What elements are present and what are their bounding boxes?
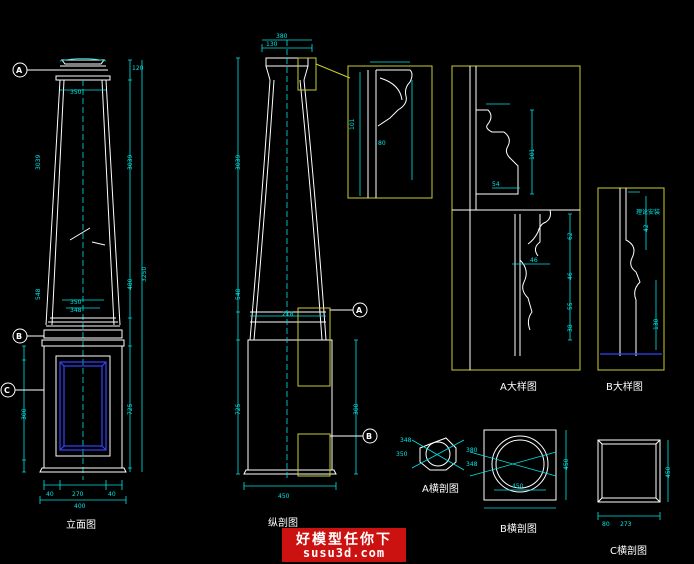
dim-sec-top2: 130 — [266, 41, 278, 48]
dim-sb-1: 380 — [466, 447, 478, 454]
front-elevation: 120 3039 480 3250 725 350 350 348 270 40… — [21, 58, 148, 531]
dim-front-total: 3250 — [141, 267, 148, 282]
dim-sec-shaft: 3039 — [235, 155, 242, 170]
dim-b-2: 130 — [653, 318, 660, 330]
dim-front-panel: 270 — [72, 491, 84, 498]
section-b: 380 348 450 450 B横剖图 — [466, 429, 570, 535]
dim-a-4: 38 — [567, 324, 574, 332]
section-c-title: C横剖图 — [610, 544, 647, 557]
dim-front-side1: 40 — [46, 491, 54, 498]
dim-a-depth: 54 — [492, 181, 500, 188]
dim-sa-1: 348 — [400, 437, 412, 444]
section-a: 348 350 A横剖图 — [396, 437, 465, 495]
callout-a-section: A — [356, 306, 363, 315]
dim-a-depth2: 46 — [530, 257, 538, 264]
detail-b: 42 130 理论安装 B大样图 — [597, 187, 665, 393]
dim-sec-top: 380 — [276, 33, 288, 40]
dim-sb-3: 450 — [512, 483, 524, 490]
dim-a-upper: 101 — [529, 148, 536, 160]
dim-sc-3: 450 — [665, 466, 672, 478]
dim-front-base-left: 548 — [35, 288, 42, 300]
dim-sec-ped: 725 — [235, 403, 242, 415]
dim-sec-ped-right: 300 — [353, 403, 360, 415]
front-title: 立面图 — [66, 518, 96, 531]
dim-cap-height: 101 — [349, 118, 356, 130]
cap-detail: 101 80 — [347, 61, 433, 199]
dim-front-ped-left: 300 — [21, 408, 28, 420]
callout-b-left: B — [16, 332, 22, 341]
section-view: 380 130 3039 548 725 300 218 450 纵剖图 — [235, 33, 360, 529]
section-c: 80 273 450 C横剖图 — [597, 439, 672, 557]
dim-sc-1: 80 — [602, 521, 610, 528]
dim-sec-neck: 218 — [282, 311, 294, 318]
dim-sec-base: 548 — [235, 288, 242, 300]
dim-front-ped: 725 — [127, 403, 134, 415]
dim-front-side2: 40 — [108, 491, 116, 498]
callout-c-left: C — [4, 386, 10, 395]
dim-front-shaft-left: 3039 — [35, 155, 42, 170]
dim-front-neck2: 348 — [70, 307, 82, 314]
dim-b-1: 42 — [643, 224, 650, 232]
dim-front-neck: 350 — [70, 299, 82, 306]
section-b-title: B横剖图 — [500, 522, 537, 535]
dim-sec-width: 450 — [278, 493, 290, 500]
dim-sb-4: 450 — [563, 458, 570, 470]
dim-front-cap: 120 — [132, 65, 144, 72]
watermark-banner: 好模型任你下 susu3d.com — [282, 528, 406, 562]
dim-front-shaft: 3039 — [127, 155, 134, 170]
dim-a-1: 62 — [567, 232, 574, 240]
dim-sc-2: 273 — [620, 521, 632, 528]
dim-sb-2: 348 — [466, 461, 478, 468]
dim-cap-depth: 80 — [378, 140, 386, 147]
dim-a-2: 46 — [567, 272, 574, 280]
dim-front-width: 400 — [74, 503, 86, 510]
dim-a-3: 55 — [567, 302, 574, 310]
dim-sa-2: 350 — [396, 451, 408, 458]
callout-a-left: A — [16, 66, 23, 75]
section-title: 纵剖图 — [268, 516, 298, 529]
callouts-section: A B — [315, 63, 378, 444]
section-a-title: A横剖图 — [422, 482, 459, 495]
callouts-left: A B C — [0, 62, 60, 398]
dim-front-lower: 480 — [127, 278, 134, 290]
note-b: 理论安装 — [636, 208, 660, 216]
detail-a-title: A大样图 — [500, 380, 537, 393]
detail-a: 101 62 46 55 38 54 46 A大样图 — [451, 65, 581, 393]
detail-b-title: B大样图 — [606, 380, 643, 393]
banner-line2: susu3d.com — [302, 546, 386, 560]
callout-b-section: B — [366, 432, 372, 441]
dim-front-top: 350 — [70, 89, 82, 96]
banner-line1: 好模型任你下 — [296, 532, 392, 548]
